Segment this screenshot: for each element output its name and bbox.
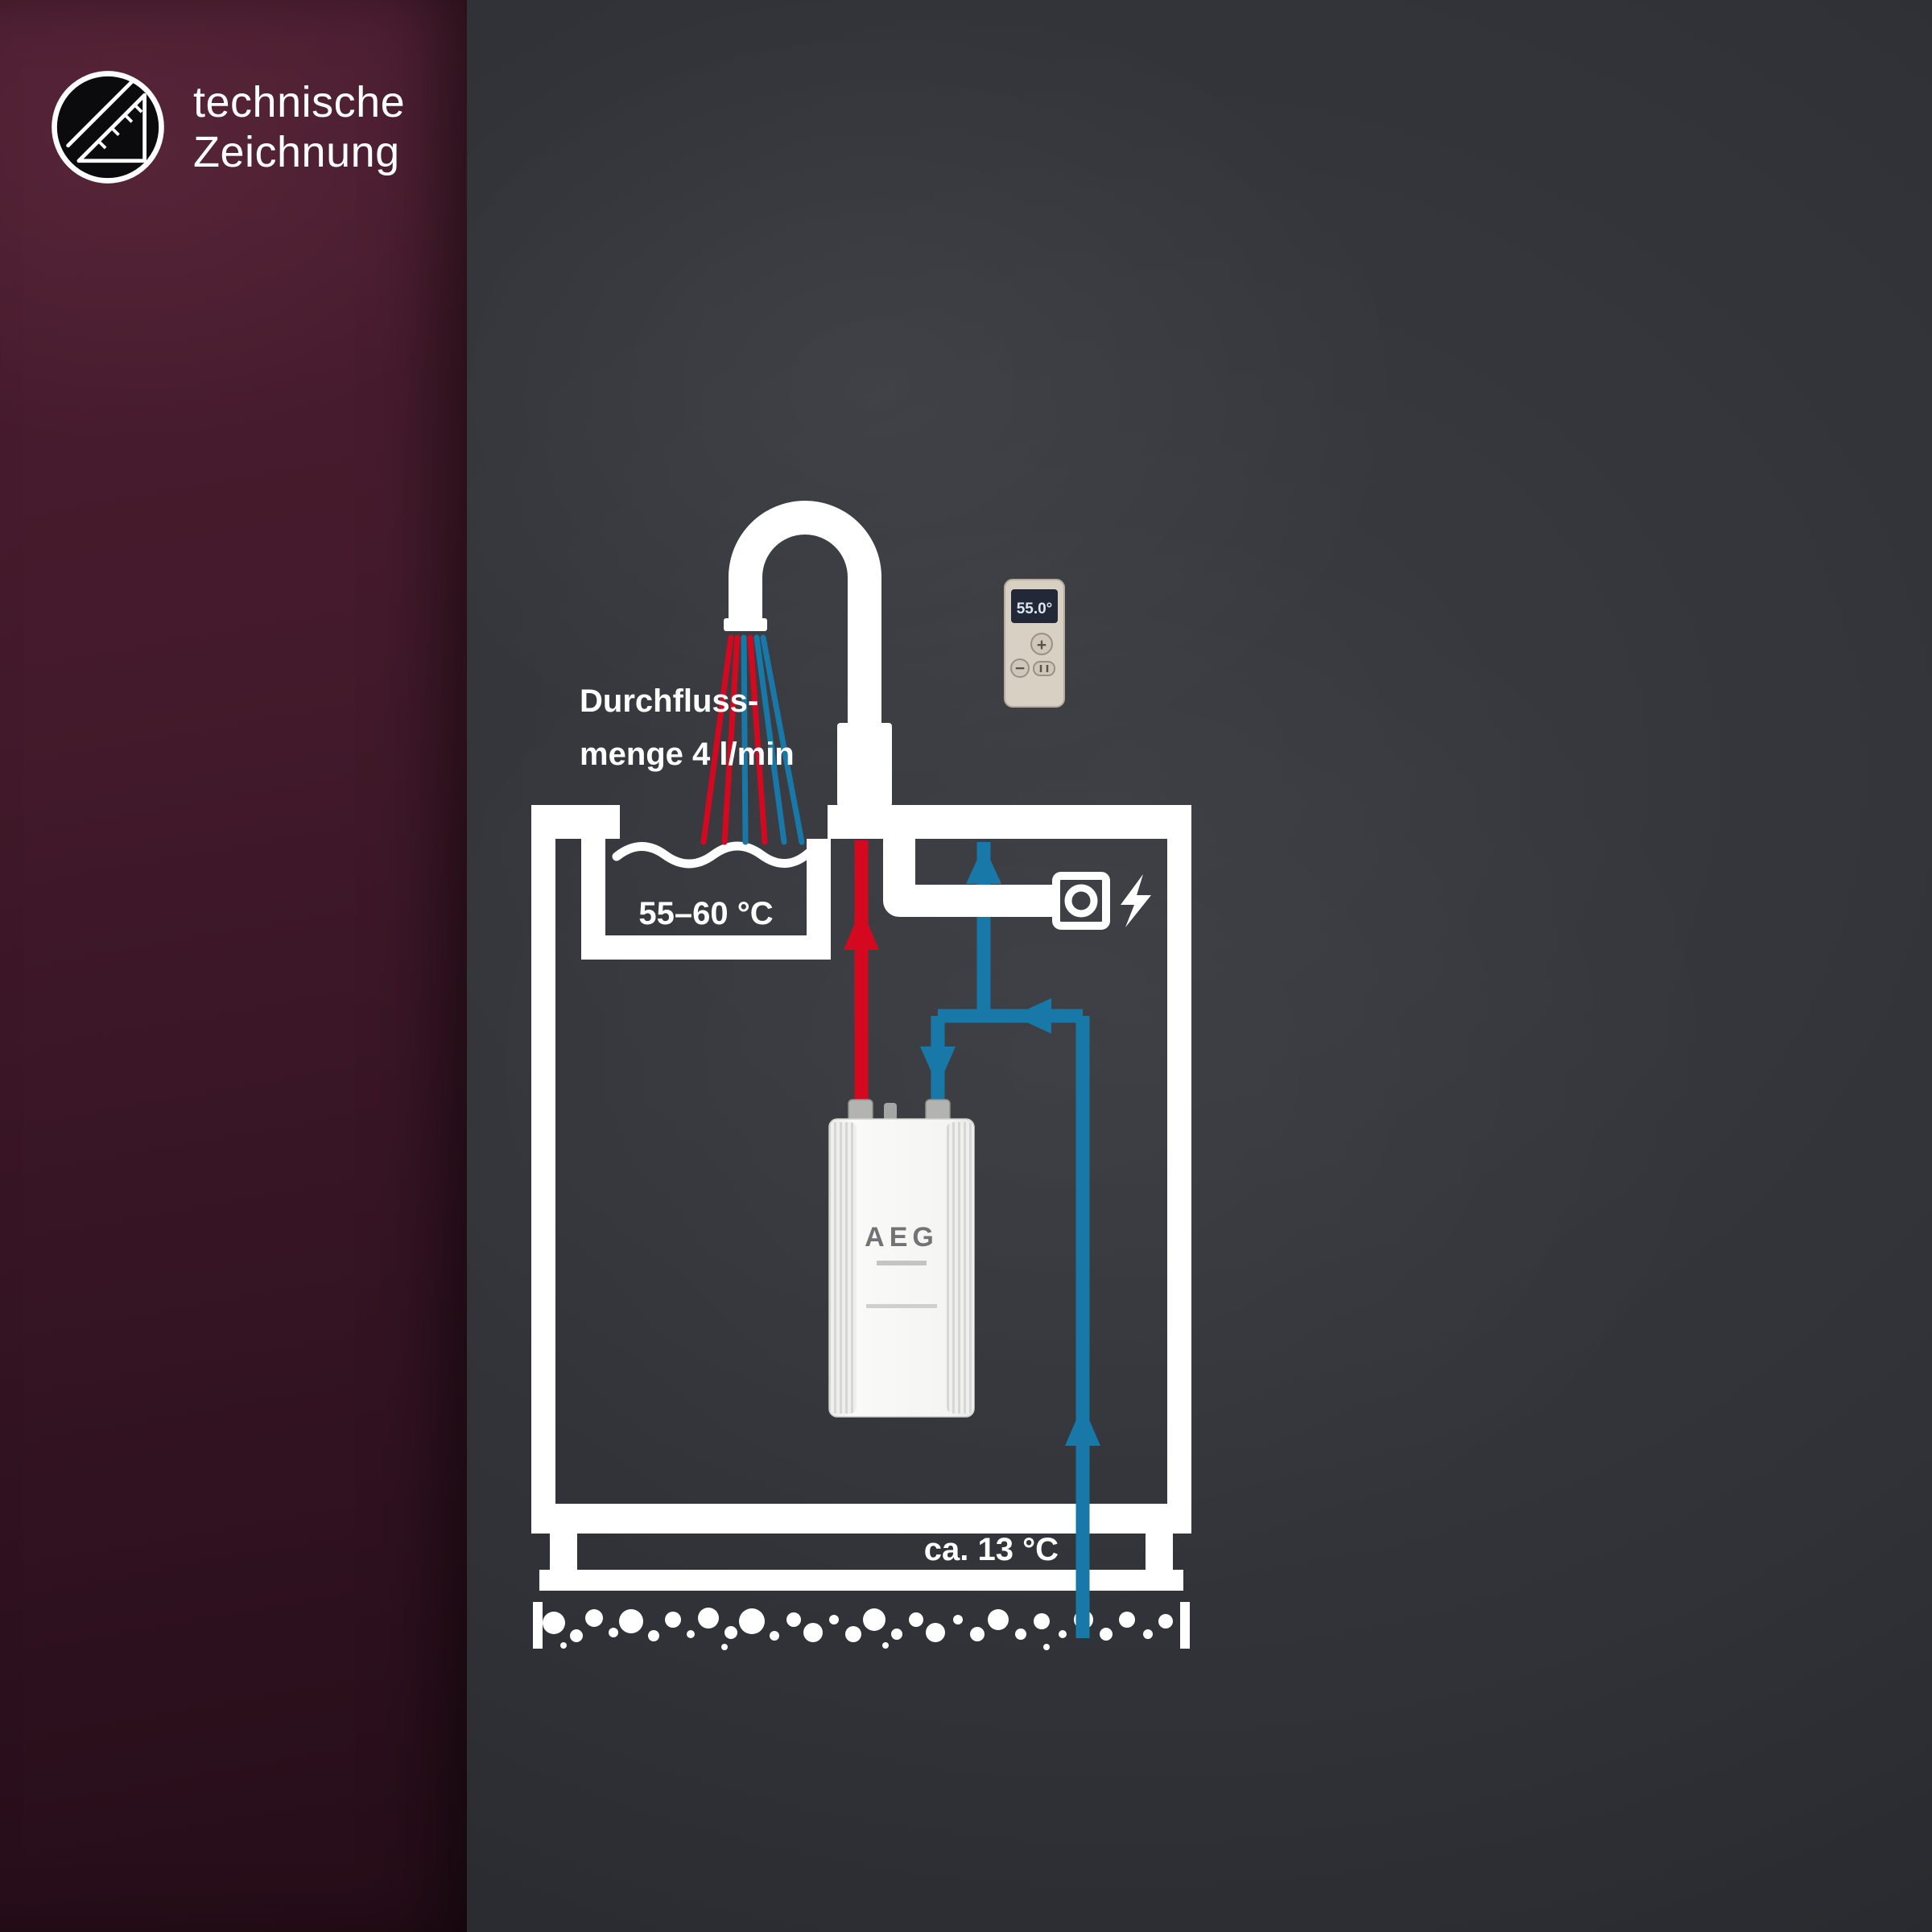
- cabinet-bottom: [531, 1504, 1191, 1534]
- hot-arrow-up: [844, 908, 879, 950]
- cabinet-left-wall: [531, 805, 555, 1534]
- heater-ribs-right: [947, 1122, 974, 1414]
- badge-label-line2: Zeichnung: [193, 128, 400, 176]
- counter-and-sink: [554, 805, 1191, 960]
- water-spray: [700, 634, 805, 845]
- remote-display-value: 55.0°: [1017, 601, 1053, 617]
- flow-rate-label-line2: menge 4 l/min: [580, 737, 795, 772]
- cold-arrow-up-supply: [1065, 1405, 1100, 1446]
- sink-basin: [581, 839, 831, 960]
- badge-label-line1: technische: [193, 78, 406, 126]
- cold-temp-label: ca. 13 °C: [924, 1532, 1059, 1567]
- flow-rate-label-line1: Durchfluss-: [580, 683, 758, 719]
- cabinet-right-wall: [1167, 805, 1191, 1534]
- counter-left-stub: [554, 805, 620, 839]
- heater-brand: AEG: [865, 1222, 939, 1253]
- heater-unit: AEG: [828, 1099, 975, 1418]
- power-connection-box: [1052, 872, 1110, 930]
- ground-bubbles: [533, 1602, 1190, 1650]
- cold-arrow-left: [1013, 998, 1051, 1034]
- cold-arrow-up-faucet: [966, 845, 1001, 884]
- counter-right: [828, 805, 1191, 839]
- heater-label-bar: [866, 1304, 937, 1308]
- remote-plus-label: +: [1037, 636, 1046, 654]
- remote-display: [1011, 589, 1058, 623]
- set-square-icon: [52, 71, 164, 184]
- technical-drawing-badge: technische Zeichnung: [47, 66, 405, 188]
- heater-vent: [884, 1103, 897, 1121]
- remote-mode-button: [1033, 661, 1055, 676]
- cabinet-leg-left: [550, 1534, 577, 1572]
- cabinet-leg-right: [1146, 1534, 1173, 1572]
- remote-minus-button: [1010, 658, 1030, 678]
- badge-label: technische Zeichnung: [193, 77, 405, 177]
- water-wave: [612, 841, 813, 869]
- heater-ribs-left: [829, 1122, 857, 1414]
- lightning-icon: [1121, 874, 1151, 927]
- hot-water-pipe: [844, 840, 879, 1125]
- remote-minus-label: −: [1015, 659, 1025, 678]
- cold-arrow-down-heater: [920, 1046, 956, 1087]
- power-conduit: [883, 839, 1151, 930]
- left-panel: technische Zeichnung: [0, 0, 467, 1932]
- heater-label-bar: [877, 1261, 927, 1265]
- remote-control: 55.0° + −: [1004, 579, 1065, 708]
- hot-temp-label: 55–60 °C: [638, 896, 773, 931]
- faucet: [724, 501, 892, 807]
- remote-plus-button: [1030, 633, 1053, 655]
